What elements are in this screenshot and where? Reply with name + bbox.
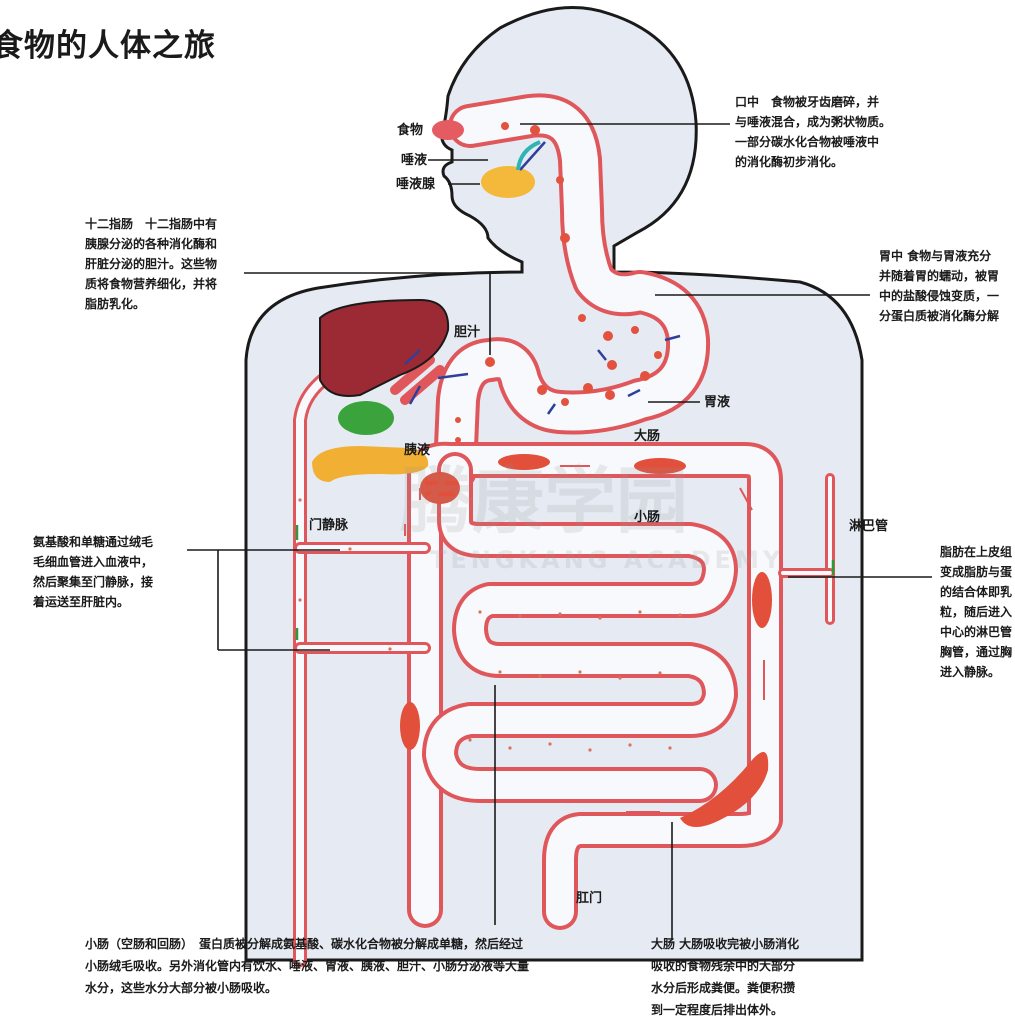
label-large-intestine: 大肠 [634,429,661,444]
label-anus: 肛门 [576,891,603,906]
label-salivary-gland: 唾液腺 [396,177,436,192]
label-small-intestine: 小肠 [634,510,661,525]
fecal-bulges [400,454,772,828]
flow-arrows [404,465,765,813]
label-pancreatic-juice: 胰液 [404,443,431,458]
label-saliva: 唾液 [401,153,428,168]
food-dots [455,122,662,443]
small-intestine-coil [422,452,738,803]
caption-fat: 脂肪在上皮组 变成脂肪与蛋 的结合体即乳 粒，随后进入 中心的淋巴管 胸管，通过… [940,545,1013,679]
absorption-arrows [295,525,835,640]
watermark-en: TENGKANG ACADEMY [430,546,785,574]
label-food: 食物 [397,123,424,138]
food [432,120,464,140]
saliva-arrow [516,140,541,171]
lymph-duct [778,473,835,625]
caption-small-intestine: 小肠（空肠和回肠） 蛋白质被分解成氨基酸、碳水化合物被分解成单糖，然后经过 小肠… [85,937,530,995]
label-portal-vein: 门静脉 [309,518,349,533]
liver [319,298,450,397]
upper-tract [433,93,711,492]
leader-lines [187,123,932,940]
caption-stomach: 胃中 食物与胃液充分 并随着胃的蠕动，被胃 中的盐酸侵蚀变质，一 分蛋白质被消化… [879,249,1000,323]
caption-duodenum: 十二指肠 十二指肠中有 胰腺分泌的各种消化酶和 肝脏分泌的胆汁。这些物 质将食物… [85,217,218,311]
watermark-cn: 腾康学园 [400,459,689,543]
caption-large-intestine: 大肠 大肠吸收完被小肠消化 吸收的食物残余中的大部分 水分后形成粪便。粪便积攒 … [651,937,800,1017]
nutrient-speckles [298,498,682,752]
pancreas [312,446,429,482]
label-bile: 胆汁 [454,325,481,340]
salivary-gland [481,166,535,198]
page-title: 食物的人体之旅 [0,28,216,64]
caption-mouth: 口中 食物被牙齿磨碎，并 与唾液混合，成为粥状物质。 一部分碳水化合物被唾液中 … [735,95,892,169]
large-intestine-tube [407,441,783,930]
label-lymph-duct: 淋巴管 [849,519,889,534]
label-gastric-juice: 胃液 [704,395,731,410]
secretion-arrows [404,141,681,415]
gallbladder [338,401,394,435]
caption-amino-acids: 氨基酸和单糖通过绒毛 毛细血管进入血液中， 然后聚集至门静脉，接 着运送至肝脏内… [33,535,154,609]
